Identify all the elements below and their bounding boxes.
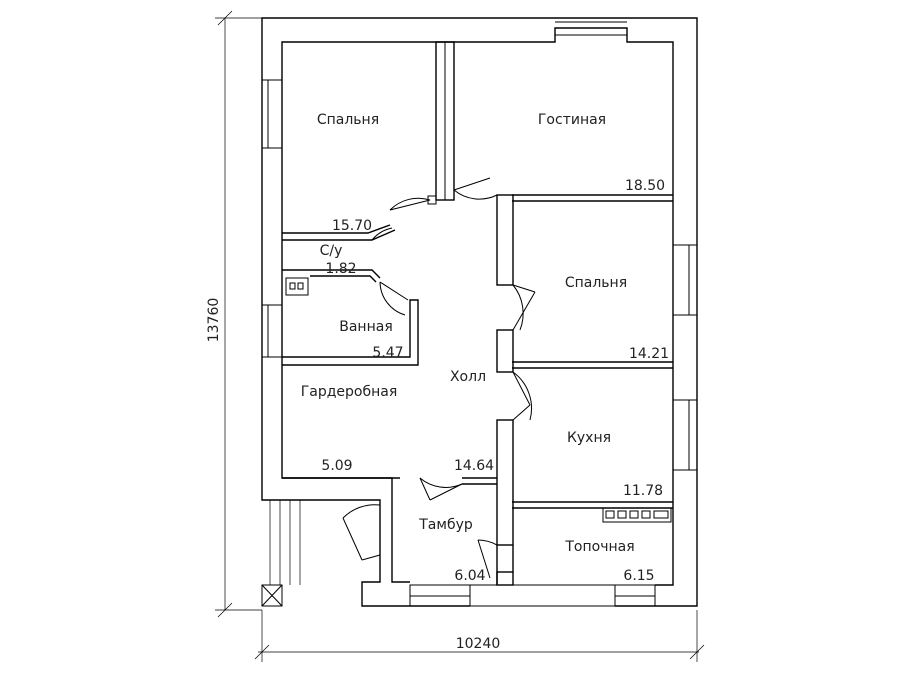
room-area-boiler-room: 6.15 bbox=[623, 568, 654, 584]
room-name-boiler-room: Топочная bbox=[564, 539, 634, 555]
windows-right bbox=[672, 244, 698, 471]
dimension-width: 10240 bbox=[456, 636, 501, 652]
windows-left bbox=[261, 79, 283, 358]
room-name-bathroom: Ванная bbox=[339, 319, 393, 335]
room-area-living-room: 18.50 bbox=[625, 178, 665, 194]
fixtures bbox=[285, 277, 672, 523]
room-name-bedroom-right: Спальня bbox=[565, 275, 627, 291]
room-area-vestibule: 6.04 bbox=[454, 568, 485, 584]
room-name-living-room: Гостиная bbox=[538, 112, 606, 128]
porch-steps bbox=[261, 500, 301, 607]
room-name-bedroom-left: Спальня bbox=[317, 112, 379, 128]
exterior-walls bbox=[261, 17, 698, 607]
room-name-wardrobe: Гардеробная bbox=[301, 384, 398, 400]
room-name-vestibule: Тамбур bbox=[418, 517, 473, 533]
room-name-kitchen: Кухня bbox=[567, 430, 611, 446]
room-area-hall: 14.64 bbox=[454, 458, 494, 474]
room-area-wc: 1.82 bbox=[325, 261, 356, 277]
doors bbox=[342, 177, 536, 579]
room-name-wc: С/у bbox=[320, 243, 343, 259]
room-name-hall: Холл bbox=[450, 369, 486, 385]
room-area-wardrobe: 5.09 bbox=[321, 458, 352, 474]
dimension-height: 13760 bbox=[206, 298, 222, 343]
room-area-bathroom: 5.47 bbox=[372, 345, 403, 361]
dimension-lines bbox=[215, 10, 705, 662]
room-area-bedroom-right: 14.21 bbox=[629, 346, 669, 362]
room-area-kitchen: 11.78 bbox=[623, 483, 663, 499]
room-area-bedroom-left: 15.70 bbox=[332, 218, 372, 234]
